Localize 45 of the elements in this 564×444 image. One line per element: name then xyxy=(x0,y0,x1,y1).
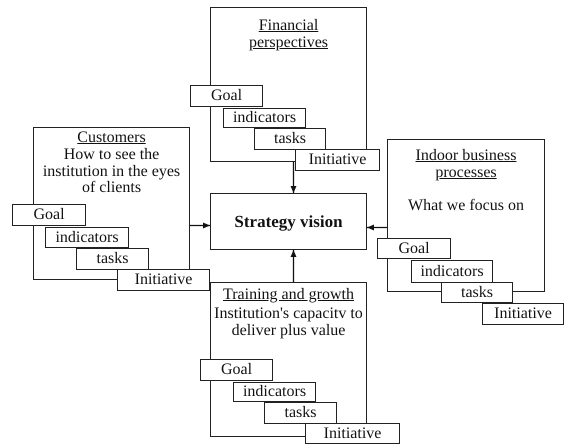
step-label: indicators xyxy=(55,230,119,246)
perspective-description: Institution's capacitv to deliver plus value xyxy=(213,306,364,340)
step-label: Initiative xyxy=(134,272,192,288)
step-box xyxy=(295,149,380,171)
step-label: Goal xyxy=(220,362,252,378)
step-label: tasks xyxy=(284,405,316,421)
step-box xyxy=(377,238,451,259)
step-box xyxy=(117,269,210,291)
step-label: Goal xyxy=(210,88,242,104)
step-label: tasks xyxy=(461,284,493,300)
step-label: Goal xyxy=(398,240,430,256)
strategy-box xyxy=(210,193,367,250)
step-label: indicators xyxy=(420,264,484,280)
step-box xyxy=(482,303,564,325)
step-label: Goal xyxy=(33,207,65,223)
step-box xyxy=(264,402,337,424)
step-label: indicators xyxy=(232,110,296,126)
step-box xyxy=(45,227,129,248)
perspective-title: Training and growth xyxy=(223,287,354,304)
arrow xyxy=(190,222,210,228)
step-box xyxy=(12,204,86,226)
arrow xyxy=(290,250,296,282)
step-box xyxy=(254,128,326,150)
strategy-label: Strategy vision xyxy=(234,212,343,232)
step-box xyxy=(305,423,400,444)
step-box xyxy=(190,85,263,107)
step-label: Initiative xyxy=(494,306,552,322)
step-label: tasks xyxy=(274,131,306,147)
step-label: Initiative xyxy=(324,426,382,442)
perspective-title: Financial perspectives xyxy=(248,18,330,52)
step-label: Initiative xyxy=(308,152,366,168)
arrow xyxy=(367,224,387,230)
step-label: tasks xyxy=(96,251,128,267)
step-box xyxy=(223,108,306,128)
perspective-title: Indoor business processes xyxy=(414,148,518,182)
step-box xyxy=(200,359,273,381)
step-box xyxy=(76,248,149,270)
perspective-description: How to see the institution in the eyes of clients xyxy=(42,146,182,198)
arrow xyxy=(290,162,296,193)
step-box xyxy=(411,260,493,283)
step-box xyxy=(233,382,316,402)
step-box xyxy=(441,282,513,303)
step-label: indicators xyxy=(242,384,306,400)
perspective-description: What we focus on xyxy=(408,198,524,214)
perspective-title: Customers xyxy=(77,130,146,147)
